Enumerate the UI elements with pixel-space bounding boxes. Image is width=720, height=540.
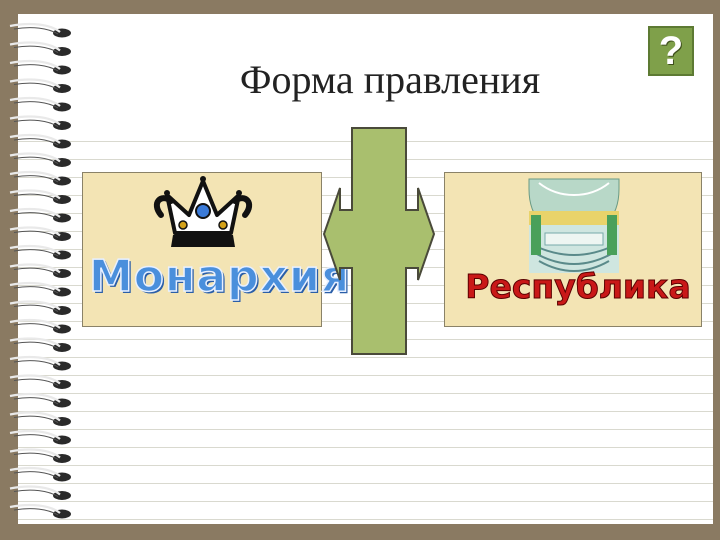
binding-wire-shadow xyxy=(13,101,59,109)
binding-wire-shadow xyxy=(13,27,59,35)
binding-wire-shadow xyxy=(13,508,59,516)
binding-wire-shadow xyxy=(13,397,59,405)
binding-wire-shadow xyxy=(13,64,59,72)
binding-wire-shadow xyxy=(13,341,59,349)
crown-icon xyxy=(153,176,253,247)
binding-wire xyxy=(9,337,61,348)
binding-wire-shadow xyxy=(13,452,59,460)
binding-wire-shadow xyxy=(13,212,59,220)
binding-wire xyxy=(9,429,61,440)
binding-wire-shadow xyxy=(13,286,59,294)
monarchy-card[interactable]: Монархия xyxy=(82,172,351,327)
binding-wire xyxy=(9,78,61,89)
binding-wire xyxy=(9,170,61,181)
binding-wire xyxy=(9,226,61,237)
help-button[interactable]: ? xyxy=(648,26,694,76)
page-title: Форма правления xyxy=(239,57,541,102)
binding-wire xyxy=(9,392,61,403)
binding-wire-shadow xyxy=(13,323,59,331)
binding-wire xyxy=(9,263,61,274)
double-arrow-icon xyxy=(322,127,436,355)
binding-wire-shadow xyxy=(13,230,59,238)
binding-wire xyxy=(9,281,61,292)
binding-wire xyxy=(9,41,61,52)
binding-wire xyxy=(9,207,61,218)
binding-wire-shadow xyxy=(13,119,59,127)
binding-wire-shadow xyxy=(13,415,59,423)
page-header-area xyxy=(18,14,713,122)
binding-wire-shadow xyxy=(13,360,59,368)
binding-wire xyxy=(9,318,61,329)
binding-wire-shadow xyxy=(13,193,59,201)
binding-wire-shadow xyxy=(13,45,59,53)
binding-wire xyxy=(9,96,61,107)
binding-wire xyxy=(9,411,61,422)
binding-wire xyxy=(9,244,61,255)
binding-wire xyxy=(9,115,61,126)
binding-wire xyxy=(9,503,61,514)
binding-wire xyxy=(9,485,61,496)
binding-wire xyxy=(9,374,61,385)
binding-wire-shadow xyxy=(13,156,59,164)
binding-wire xyxy=(9,22,61,33)
monarchy-label: Монархия xyxy=(88,250,351,303)
republic-card[interactable]: Республика xyxy=(444,172,702,327)
binding-wire xyxy=(9,355,61,366)
binding-wire xyxy=(9,59,61,70)
binding-wire-shadow xyxy=(13,249,59,257)
spiral-binding-icon xyxy=(9,22,71,519)
binding-wire xyxy=(9,466,61,477)
binding-wire-shadow xyxy=(13,471,59,479)
binding-wire-shadow xyxy=(13,489,59,497)
binding-wire-shadow xyxy=(13,267,59,275)
binding-wire xyxy=(9,152,61,163)
binding-wire-shadow xyxy=(13,434,59,442)
binding-wire-shadow xyxy=(13,378,59,386)
binding-wire-shadow xyxy=(13,304,59,312)
parliament-icon xyxy=(528,178,620,273)
binding-wire xyxy=(9,133,61,144)
binding-wire-shadow xyxy=(13,138,59,146)
binding-wire xyxy=(9,448,61,459)
republic-label: Республика xyxy=(465,267,691,307)
binding-wire-shadow xyxy=(13,175,59,183)
binding-wire-shadow xyxy=(13,82,59,90)
binding-wire xyxy=(9,300,61,311)
binding-wire xyxy=(9,189,61,200)
